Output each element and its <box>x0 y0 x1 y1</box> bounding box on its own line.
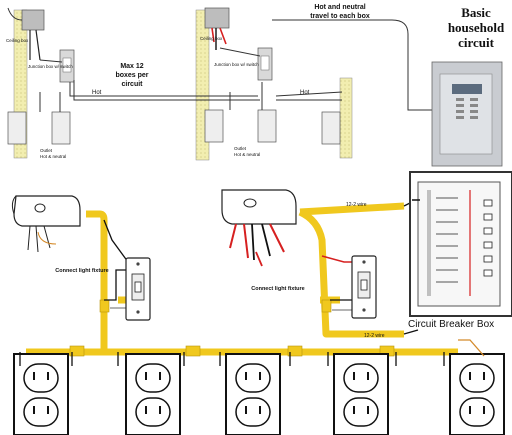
max-boxes-line-2: boxes per <box>115 72 148 79</box>
light-fixture-box-left <box>11 195 81 253</box>
breaker-box-label: Circuit Breaker Box <box>408 319 494 330</box>
top-diagram: Basic household circuit Hot and neutral … <box>6 4 505 167</box>
outlet-label-left: Outlet <box>40 148 53 153</box>
title-line-2: household <box>448 20 505 35</box>
outlet-sub-left: Hot & neutral <box>40 154 66 159</box>
outlet-sub-mid: Hot & neutral <box>234 152 260 157</box>
title-line-1: Basic <box>461 5 491 20</box>
wire-label-top: 12-2 wire <box>346 202 367 208</box>
switch-box-left <box>59 49 75 83</box>
hot-neutral-line-1: Hot and neutral <box>314 4 365 11</box>
ceiling-box-mid <box>204 7 230 50</box>
wall-stud <box>339 77 353 159</box>
outlet <box>333 353 389 435</box>
main-panel-top <box>431 61 503 167</box>
yellow-cable-runs <box>26 202 458 356</box>
hot-label-left: Hot <box>92 90 102 96</box>
switch-box-label-left: Junction box w/ switch <box>28 64 73 69</box>
outlet-row <box>13 353 505 435</box>
ceiling-box-left <box>7 7 45 61</box>
top-wiring <box>39 19 432 112</box>
wire-label-bottom: 12-2 wire <box>364 333 385 339</box>
cable-sleeves <box>69 299 395 357</box>
switch-box-mid <box>257 47 273 81</box>
switch-right <box>351 255 377 319</box>
outlet-top <box>7 109 341 145</box>
outlet <box>125 353 181 435</box>
title-line-3: circuit <box>458 35 495 50</box>
ceiling-box-label-mid: Ceiling box <box>200 36 223 41</box>
circuit-breaker-box <box>409 171 512 317</box>
switch-left <box>125 257 151 321</box>
light-fixture-label-left: Connect light fixture <box>55 268 108 274</box>
light-fixture-label-mid: Connect light fixture <box>251 286 304 292</box>
hot-neutral-line-2: travel to each box <box>310 13 370 20</box>
outlet-wiring <box>19 339 485 366</box>
light-fixture-box-mid <box>221 189 297 267</box>
outlet-label-mid: Outlet <box>234 146 247 151</box>
outlet <box>449 353 505 435</box>
bottom-diagram: Connect light fixture Connect light fixt… <box>11 171 512 435</box>
outlet <box>13 353 69 435</box>
outlet <box>225 353 281 435</box>
max-boxes-line-1: Max 12 <box>120 63 143 70</box>
hot-label-right: Hot <box>300 90 310 96</box>
max-boxes-line-3: circuit <box>121 81 143 88</box>
switch-box-label-mid: Junction box w/ switch <box>214 62 259 67</box>
ceiling-box-label-left: Ceiling box <box>6 38 29 43</box>
